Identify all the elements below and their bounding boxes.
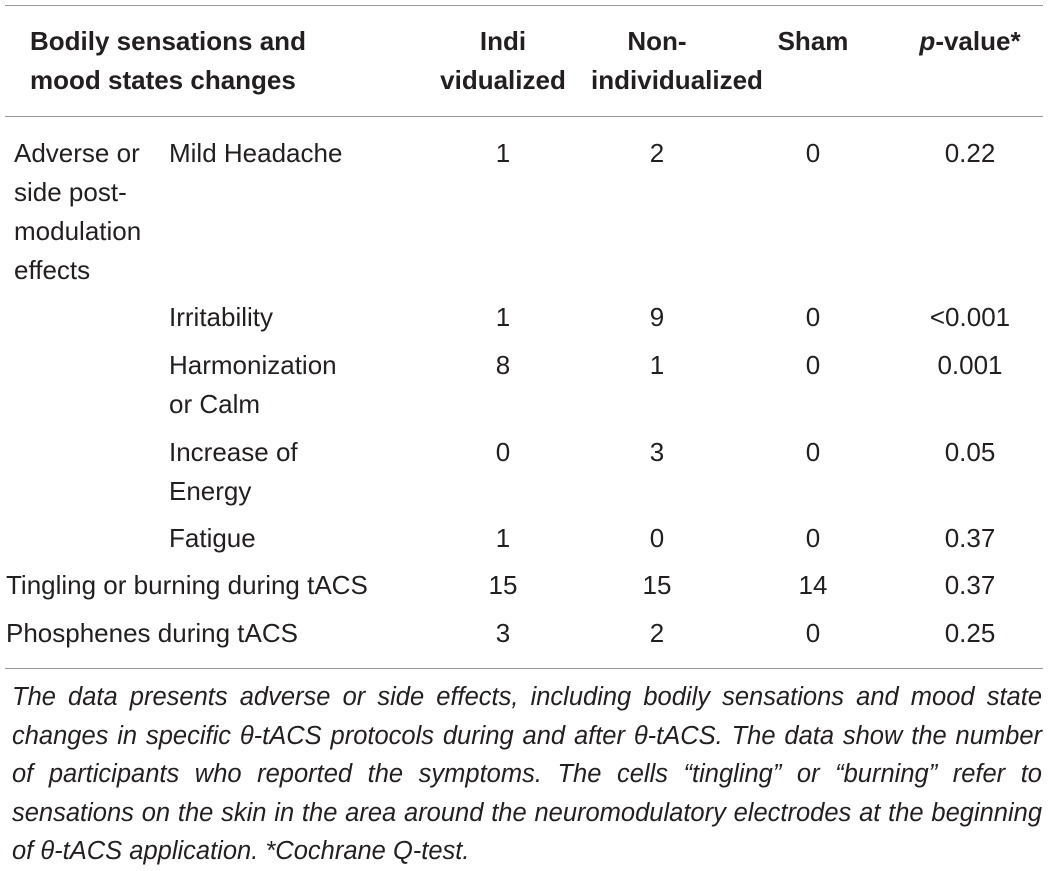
cell-nonindividualized: 15 (642, 570, 672, 600)
top-rule (5, 5, 1043, 6)
group-label-line4: effects (14, 255, 91, 285)
cell-sham: 0 (805, 138, 821, 168)
group-label-line3: modulation (14, 216, 142, 246)
cell-individualized: 8 (495, 350, 511, 380)
row-label: Tingling or burning during tACS (6, 570, 368, 600)
group-label-line1: Adverse or (14, 138, 140, 168)
cell-nonindividualized: 0 (649, 523, 665, 553)
row-label-line2: Energy (169, 476, 252, 506)
row-label: Harmonization (169, 350, 337, 380)
cell-sham: 0 (805, 523, 821, 553)
cell-individualized: 3 (495, 618, 511, 648)
cell-pvalue: 0.001 (937, 350, 1003, 380)
header-col-individualized-line2: vidualized (440, 65, 566, 95)
row-label: Increase of (169, 437, 298, 467)
header-col-nonindividualized-line2: individualized (591, 65, 763, 95)
header-col-nonindividualized-line1: Non- (627, 26, 687, 56)
row-label-line2: or Calm (169, 389, 261, 419)
cell-pvalue: 0.05 (944, 437, 996, 467)
cell-sham: 0 (805, 437, 821, 467)
row-label: Fatigue (169, 523, 256, 553)
row-label: Phosphenes during tACS (6, 618, 298, 648)
header-col-individualized-line1: Indi (479, 26, 527, 56)
cell-sham: 14 (798, 570, 828, 600)
cell-individualized: 15 (488, 570, 518, 600)
cell-pvalue: 0.37 (944, 523, 996, 553)
bottom-rule (5, 668, 1043, 669)
cell-pvalue: 0.22 (944, 138, 996, 168)
cell-nonindividualized: 2 (649, 618, 665, 648)
group-label-line2: side post- (14, 177, 127, 207)
cell-individualized: 0 (495, 437, 511, 467)
cell-nonindividualized: 2 (649, 138, 665, 168)
cell-nonindividualized: 9 (649, 302, 665, 332)
header-col-sensations-line2: mood states changes (30, 65, 296, 95)
cell-sham: 0 (805, 350, 821, 380)
header-col-pvalue: p-value* (890, 22, 1049, 60)
header-col-sensations-line1: Bodily sensations and (30, 26, 306, 56)
cell-individualized: 1 (495, 302, 511, 332)
row-label: Irritability (169, 302, 274, 332)
header-col-sham: Sham (777, 26, 849, 56)
cell-individualized: 1 (495, 138, 511, 168)
header-pvalue-rest: -value* (935, 26, 1021, 56)
cell-pvalue: <0.001 (929, 302, 1011, 332)
header-rule (5, 116, 1043, 117)
header-pvalue-p: p (919, 26, 936, 56)
cell-pvalue: 0.37 (944, 570, 996, 600)
cell-nonindividualized: 1 (649, 350, 665, 380)
row-label: Mild Headache (169, 138, 343, 168)
cell-sham: 0 (805, 618, 821, 648)
cell-individualized: 1 (495, 523, 511, 553)
cell-sham: 0 (805, 302, 821, 332)
cell-pvalue: 0.25 (944, 618, 996, 648)
table-footnote: The data presents adverse or side effect… (12, 683, 1042, 865)
cell-nonindividualized: 3 (649, 437, 665, 467)
